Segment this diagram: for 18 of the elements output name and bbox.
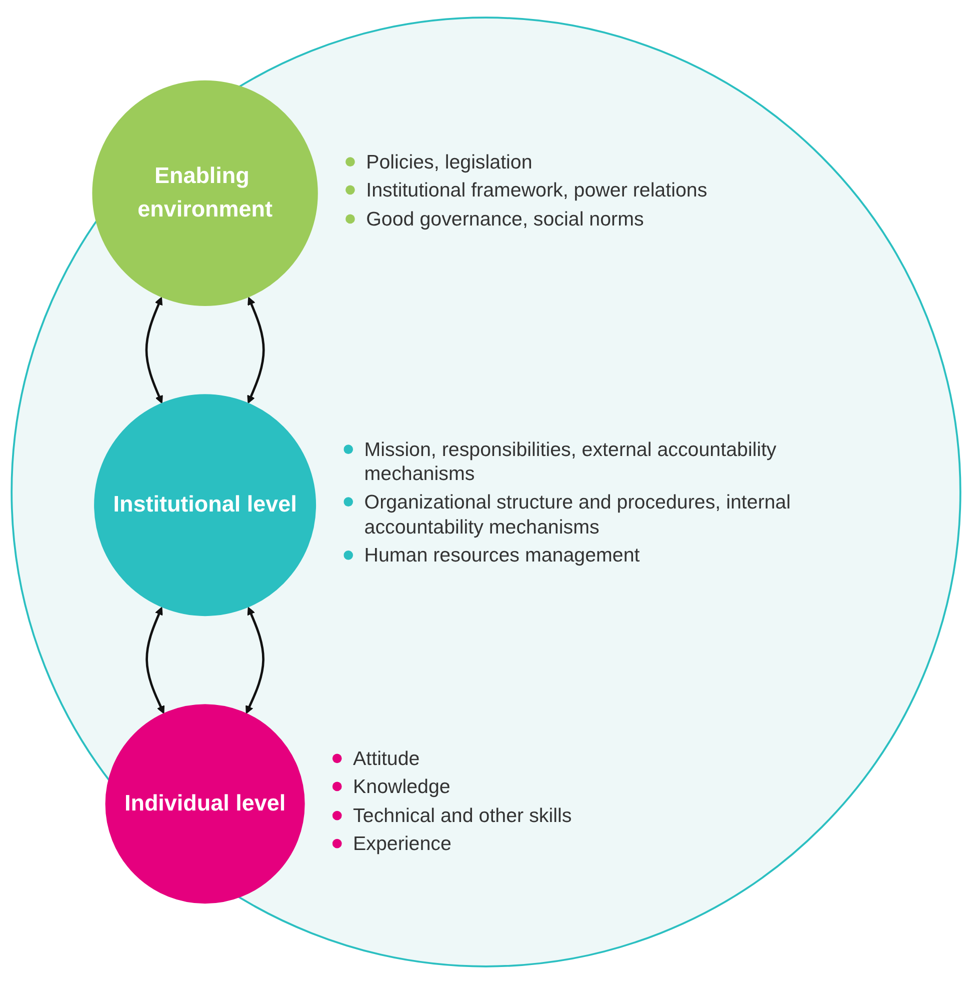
bullet-text: Experience	[353, 832, 452, 856]
bullet-text: Institutional framework, power relations	[366, 178, 708, 204]
arrow	[247, 296, 265, 404]
arrow	[145, 296, 163, 404]
node-circle: Enabling environment	[92, 80, 318, 306]
bullet-text: Policies, legislation	[366, 150, 532, 175]
arrow	[146, 606, 165, 714]
bullet-text: Technical and other skills	[353, 803, 572, 828]
bullet-text: Organizational structure and procedures, internal accountability mechanisms	[364, 490, 792, 540]
bullet-text: Mission, responsibilities, external accountability mechanisms	[364, 438, 778, 487]
bullet-text: Knowledge	[353, 775, 450, 800]
bullet-text: Good governance, social norms	[366, 206, 644, 232]
arrow	[246, 606, 264, 714]
bullet-text: Attitude	[353, 746, 420, 772]
cluster	[10, 16, 962, 967]
node-circle: Institutional level	[94, 394, 316, 616]
bullet-text: Human resources management	[364, 543, 640, 568]
node-circle: Individual level	[105, 704, 305, 904]
